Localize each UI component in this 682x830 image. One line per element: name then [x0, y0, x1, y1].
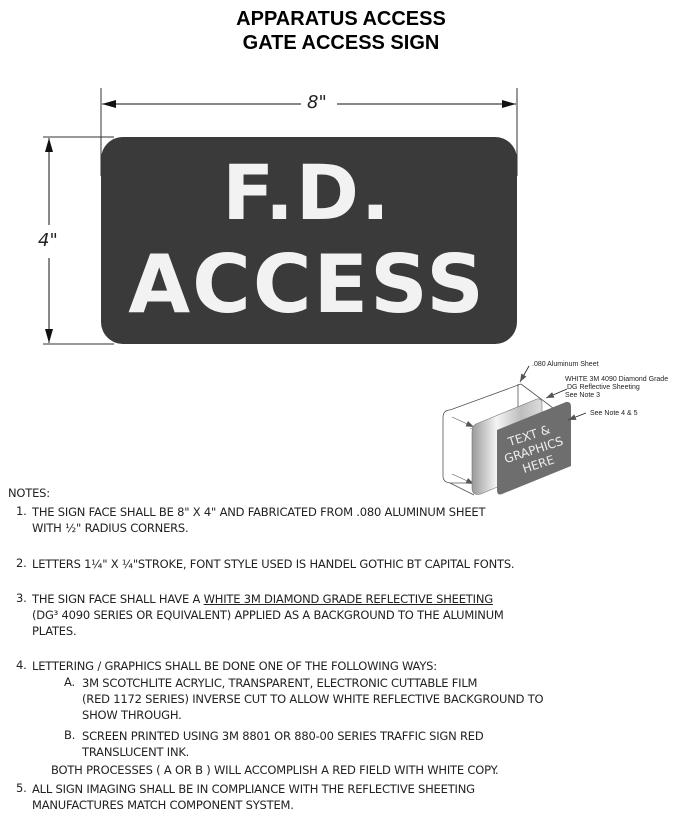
note-text: SHOW THROUGH. — [82, 708, 182, 722]
note-text: THE SIGN FACE SHALL BE 8" X 4" AND FABRI… — [32, 505, 486, 519]
height-label: 4" — [35, 230, 61, 251]
note-text: (DG³ 4090 SERIES OR EQUIVALENT) APPLIED … — [32, 608, 504, 622]
note-number: A. — [64, 675, 75, 689]
note-number: 5. — [16, 781, 27, 795]
drawing-title-line2: GATE ACCESS SIGN — [242, 32, 440, 54]
note-text: LETTERING / GRAPHICS SHALL BE DONE ONE O… — [32, 659, 437, 673]
note-4-summary: BOTH PROCESSES ( A OR B ) WILL ACCOMPLIS… — [51, 763, 499, 777]
note-text: (RED 1172 SERIES) INVERSE CUT TO ALLOW W… — [82, 692, 544, 706]
note-number: B. — [64, 728, 76, 742]
sign-text-line2: ACCESS — [128, 238, 486, 331]
width-label: 8" — [304, 92, 330, 113]
note-text: PLATES. — [32, 624, 77, 638]
notes-header: NOTES: — [8, 486, 50, 500]
note-text: WITH ½" RADIUS CORNERS. — [32, 521, 189, 535]
note-text-underlined: WHITE 3M DIAMOND GRADE REFLECTIVE SHEETI… — [203, 592, 494, 606]
note-text: SCREEN PRINTED USING 3M 8801 OR 880-00 S… — [82, 729, 484, 743]
note-number: 3. — [16, 591, 27, 605]
note-text: 3M SCOTCHLITE ACRYLIC, TRANSPARENT, ELEC… — [82, 676, 478, 690]
note-text: MANUFACTURES MATCH COMPONENT SYSTEM. — [32, 798, 294, 812]
sign-plate — [101, 137, 517, 344]
callout-sheeting-3: See Note 3 — [565, 392, 601, 399]
note-number: 2. — [16, 556, 27, 570]
callout-note45: See Note 4 & 5 — [590, 410, 638, 417]
isometric-sign-detail: TEXT & GRAPHICS HERE — [442, 365, 587, 496]
sign-text-line1: F.D. — [222, 148, 392, 237]
height-dimension — [43, 136, 114, 345]
callout-sheeting-1: WHITE 3M 4090 Diamond Grade — [565, 376, 669, 383]
note-text: ALL SIGN IMAGING SHALL BE IN COMPLIANCE … — [32, 782, 475, 796]
note-text: THE SIGN FACE SHALL HAVE A — [32, 592, 204, 606]
callout-sheeting-2: DG Reflective Sheeting — [567, 384, 640, 391]
drawing-title-line1: APPARATUS ACCESS — [236, 8, 446, 30]
note-number: 1. — [16, 504, 27, 518]
note-number: 4. — [16, 658, 27, 672]
note-text: TRANSLUCENT INK. — [82, 745, 190, 759]
callout-aluminum: .080 Aluminum Sheet — [532, 361, 599, 368]
note-text: LETTERS 1¼" X ¼"STROKE, FONT STYLE USED … — [32, 557, 515, 571]
